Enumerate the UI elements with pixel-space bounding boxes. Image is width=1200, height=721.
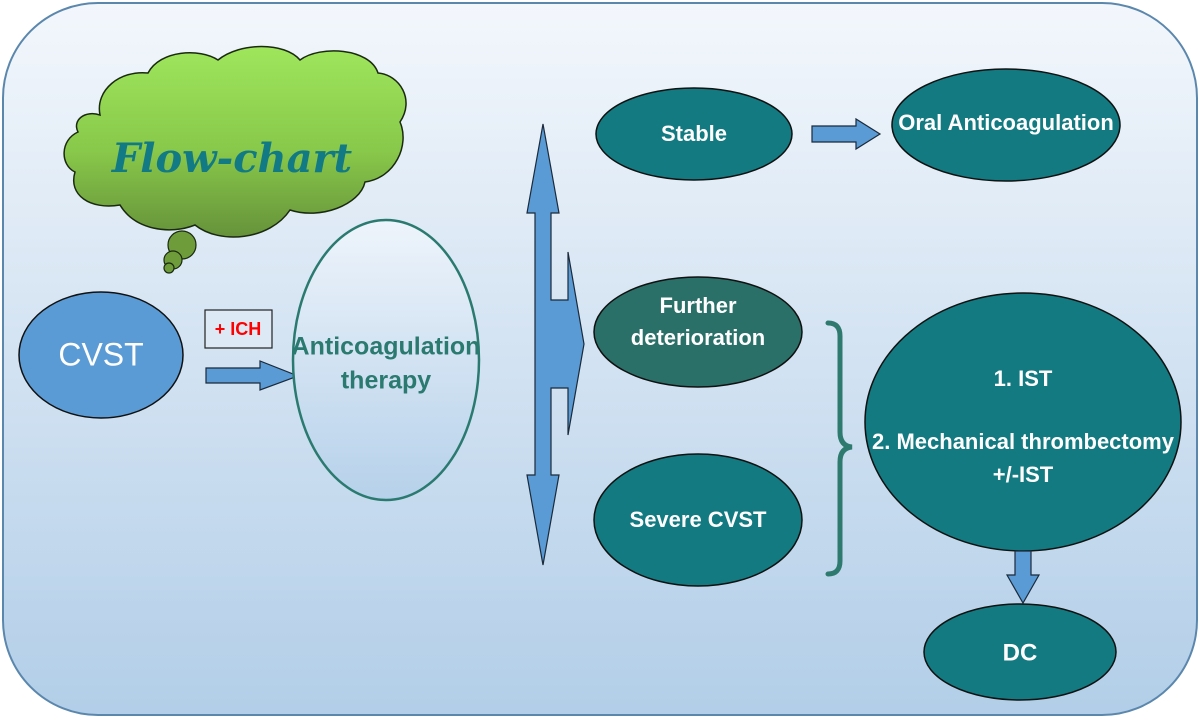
node-stable[interactable]: Stable [595, 87, 793, 181]
node-oral-label: Oral Anticoagulation [898, 110, 1114, 135]
node-severe-cvst[interactable]: Severe CVST [593, 453, 803, 587]
node-cvst-label: CVST [58, 336, 143, 372]
node-severe-label: Severe CVST [630, 507, 768, 532]
bracket-right [825, 320, 853, 577]
therapy-label-line2: therapy [341, 367, 431, 395]
node-dc-label: DC [1003, 639, 1038, 666]
arrow-treatment-to-dc [1005, 550, 1041, 605]
node-stable-label: Stable [661, 121, 727, 146]
arrow-three-way [526, 123, 585, 566]
treatment-line1: 1. IST [994, 366, 1053, 391]
arrow-stable-to-oral [811, 117, 882, 151]
ich-label-box: + ICH [204, 309, 273, 349]
treatment-line2: 2. Mechanical thrombectomy [872, 429, 1175, 454]
node-oral-anticoagulation[interactable]: Oral Anticoagulation [891, 68, 1121, 182]
therapy-label-line1: Anticoagulation [292, 333, 481, 361]
ich-label: + ICH [215, 319, 262, 339]
node-dc[interactable]: DC [923, 603, 1117, 701]
title-cloud: Flow-chart [63, 45, 407, 274]
node-further-label-line2: deterioration [631, 325, 765, 350]
treatment-line3: +/-IST [993, 462, 1054, 487]
node-further-label-line1: Further [660, 293, 737, 318]
cloud-shape [63, 45, 407, 238]
node-further-deterioration[interactable]: Further deterioration [593, 276, 803, 388]
node-anticoagulation-therapy[interactable]: Anticoagulation therapy [292, 218, 481, 502]
flowchart-title: Flow-chart [111, 135, 353, 182]
node-cvst[interactable]: CVST [18, 291, 184, 419]
arrow-cvst-to-therapy [205, 360, 300, 391]
cloud-bubble-small [163, 262, 175, 274]
node-treatment[interactable]: 1. IST 2. Mechanical thrombectomy +/-IST [864, 292, 1182, 552]
